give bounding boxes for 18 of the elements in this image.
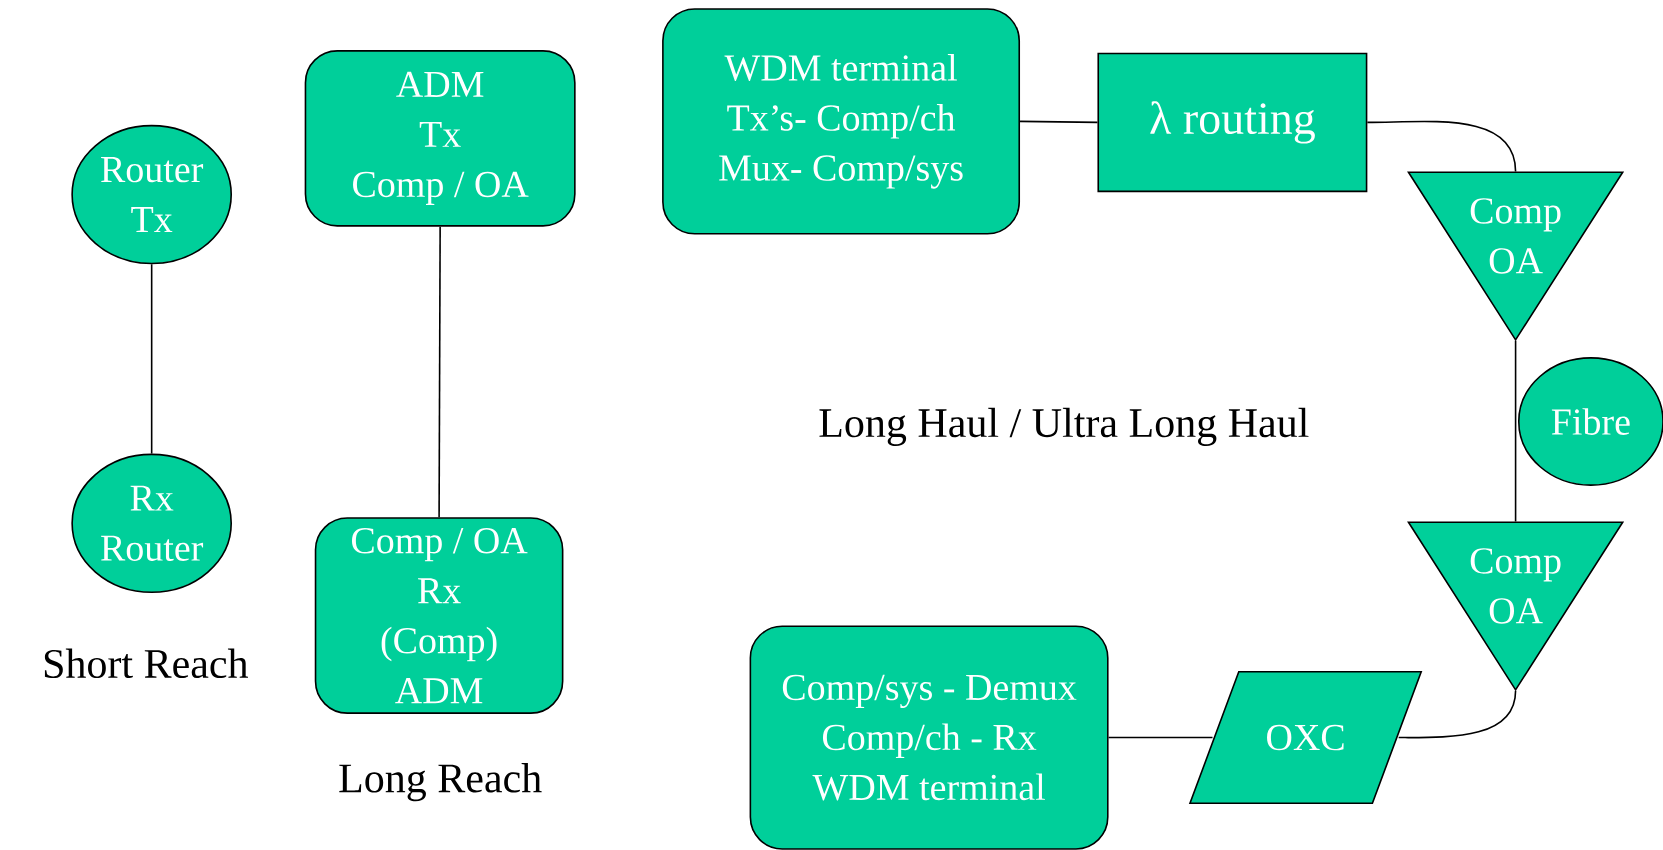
rounded-box: Comp / OA Rx (Comp) ADM [314, 517, 564, 714]
caption-text: Long Reach [339, 763, 542, 802]
ellipse-node: Rx Router [71, 453, 232, 594]
rounded-box: WDM terminal Tx’s- Comp/ch Mux- Comp/sys [662, 8, 1021, 235]
connector-line [150, 263, 153, 455]
process-box: λ routing [1097, 52, 1368, 193]
rounded-box: ADM Tx Comp / OA [304, 50, 576, 227]
caption-text: Short Reach [44, 648, 248, 679]
ellipse-node: Router Tx [71, 124, 232, 265]
caption-text: Long Haul / Ultra Long Haul [819, 407, 1309, 446]
connector-line [1366, 120, 1517, 173]
connector-line [1019, 120, 1099, 124]
rounded-box: Comp/sys - Demux Comp/ch - Rx WDM terminal [749, 625, 1109, 850]
connector-line [1107, 736, 1214, 739]
ellipse-node: Fibre [1517, 357, 1663, 486]
connector-line [1514, 339, 1517, 523]
connector-line [438, 225, 441, 518]
connector-line [1397, 689, 1517, 739]
